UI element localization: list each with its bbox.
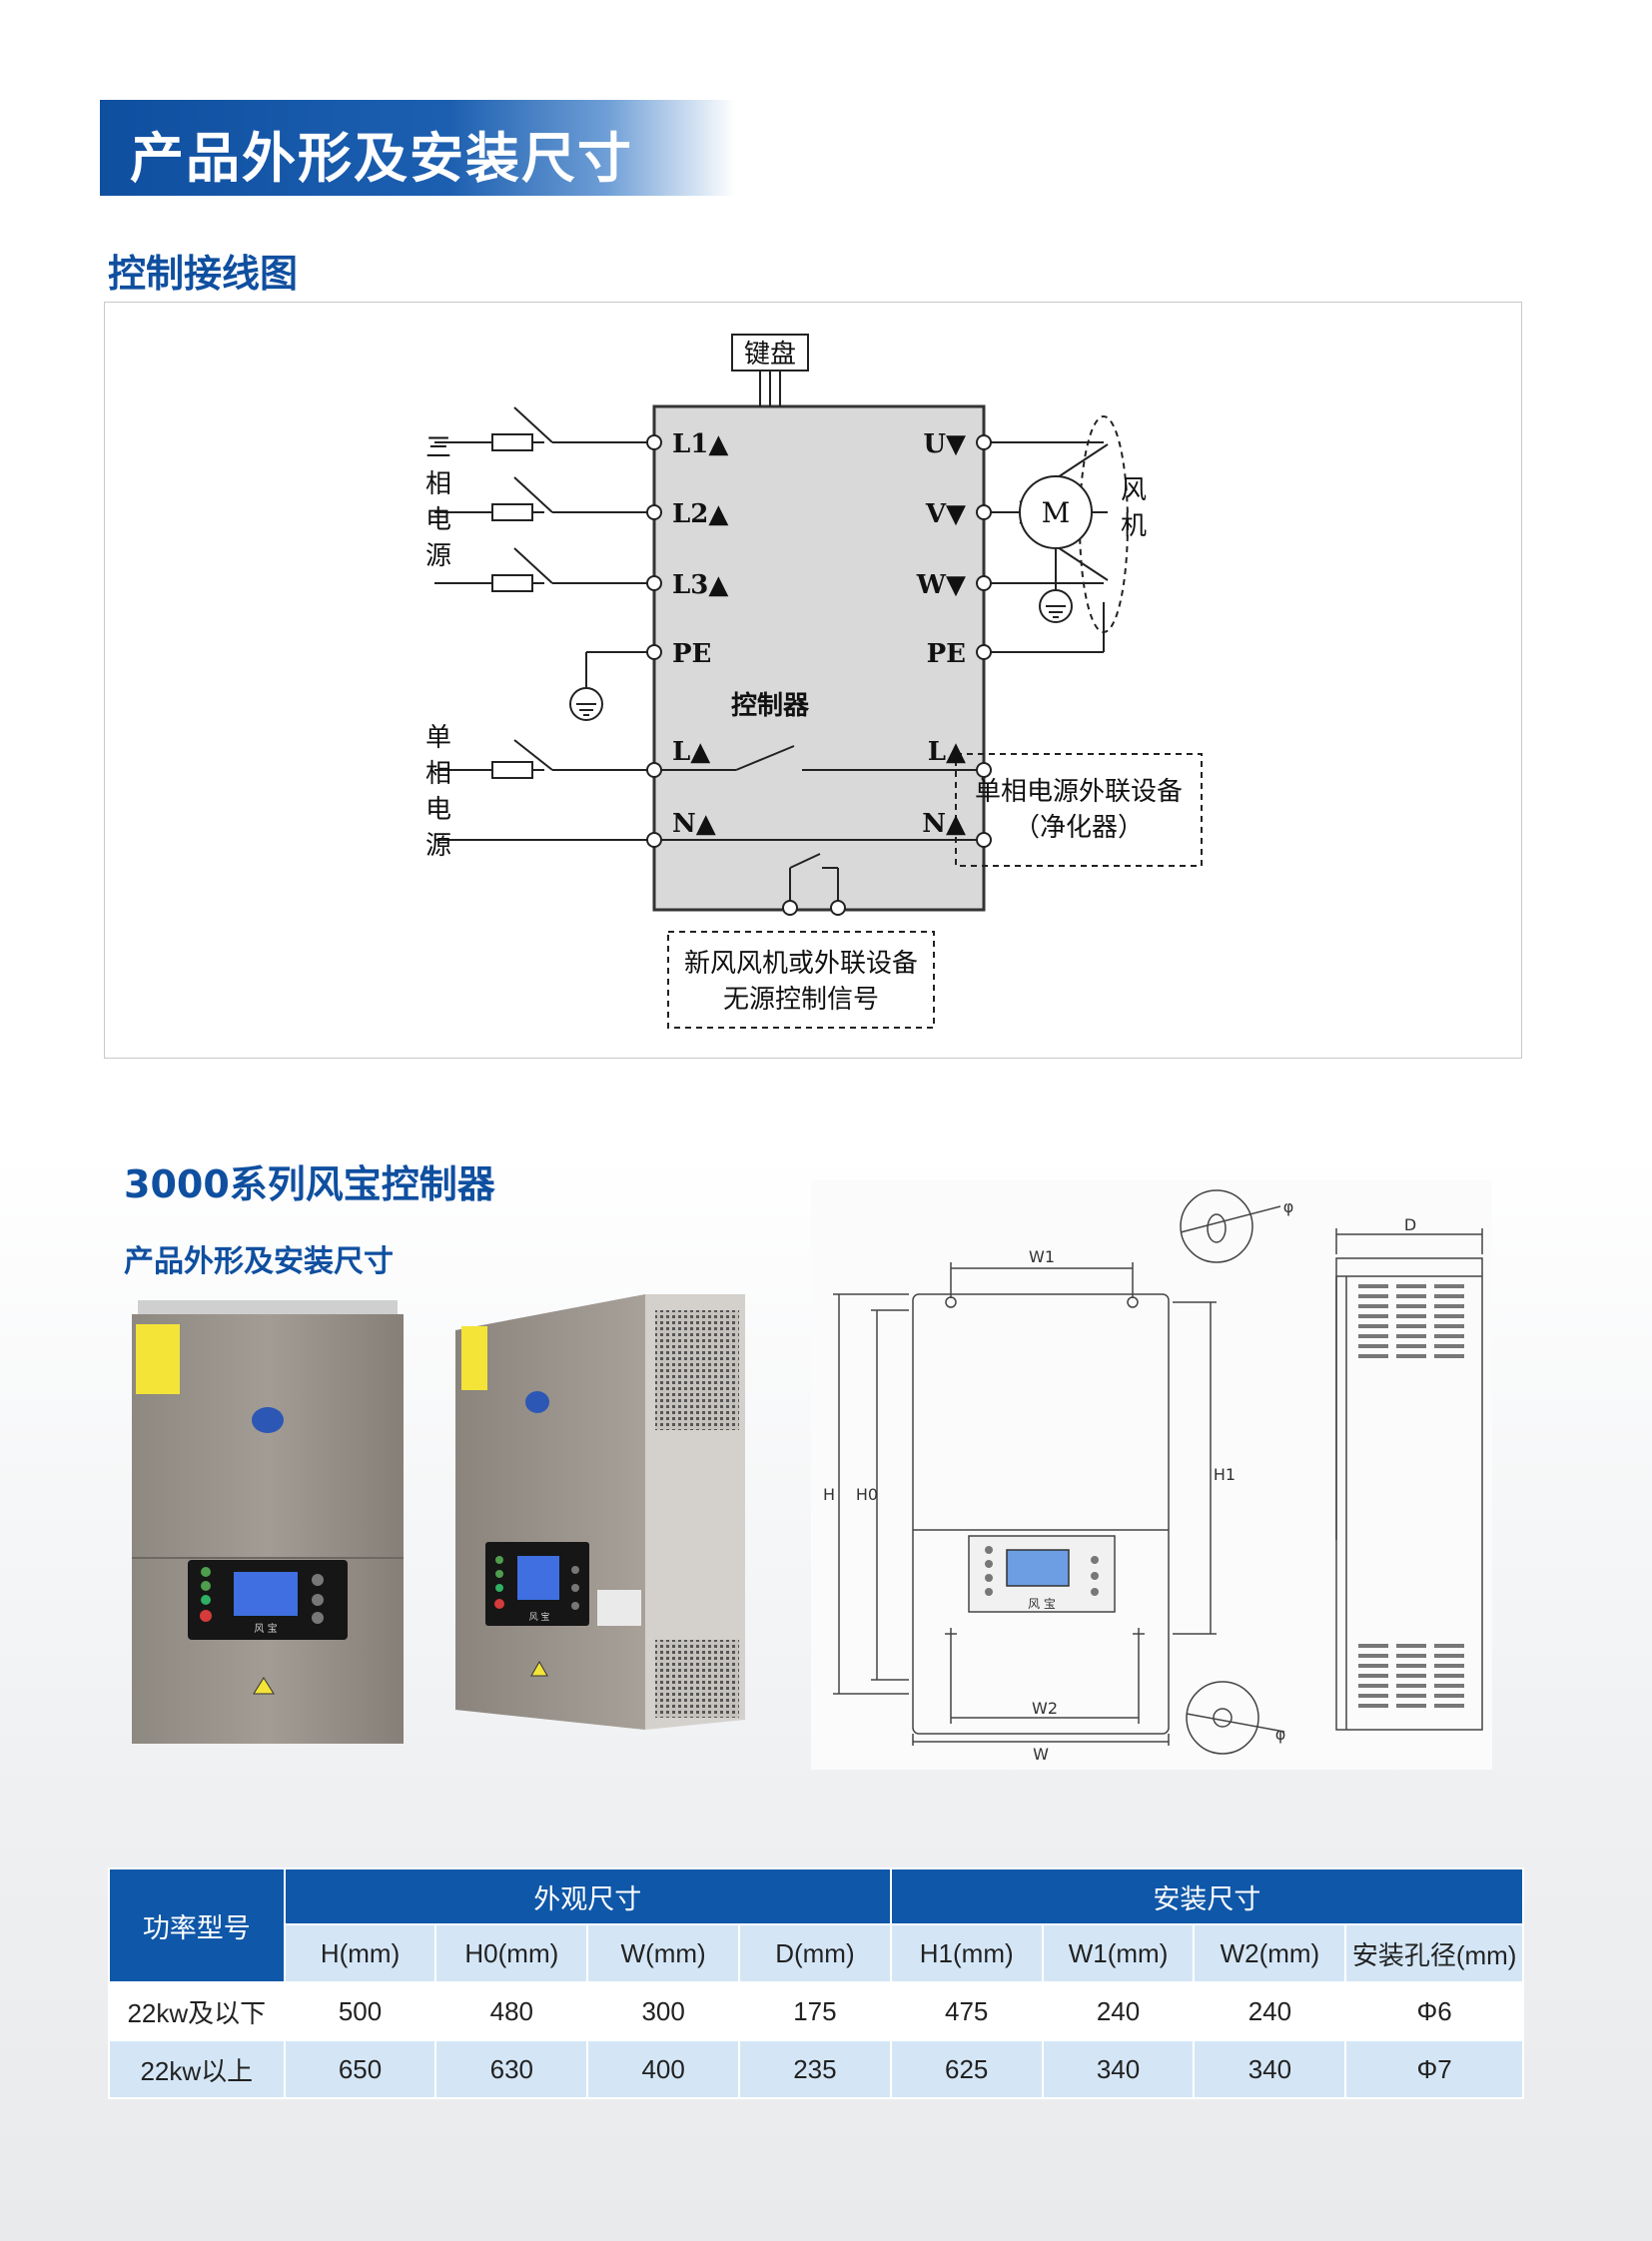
terminal-v: V▼ <box>925 499 966 529</box>
fan-label-2: 机 <box>1121 511 1147 541</box>
drawing-panel-text: 风 宝 <box>1028 1597 1056 1611</box>
three-phase-2: 相 <box>425 469 451 499</box>
row-cell: 475 <box>889 1981 1044 2041</box>
terminal-l2: L2▲ <box>672 499 728 529</box>
row-cell: Φ7 <box>1344 2039 1524 2099</box>
wiring-diagram-svg: 键盘 控制器 L1▲ L2▲ L3▲ PE L▲ N▲ U▼ V▼ W▼ PE … <box>425 334 1203 1029</box>
subheader: H1(mm) <box>889 1923 1044 1983</box>
dim-phi-bottom: φ <box>1275 1725 1286 1744</box>
terminal-pe-left: PE <box>672 639 711 669</box>
product-photo-front: 风 宝 <box>132 1300 404 1744</box>
row-cell: 300 <box>586 1981 741 2041</box>
single-phase-4: 源 <box>425 831 451 861</box>
header-power: 功率型号 <box>108 1868 286 1983</box>
row-cell: 480 <box>434 1981 589 2041</box>
dim-h1: H1 <box>1214 1465 1236 1484</box>
spec-table: 功率型号 外观尺寸 安装尺寸 H(mm) H0(mm) W(mm) D(mm) … <box>108 1868 1525 2099</box>
single-phase-3: 电 <box>425 795 451 825</box>
subheader: W(mm) <box>586 1923 741 1983</box>
subheader: H0(mm) <box>434 1923 589 1983</box>
row-cell: 400 <box>586 2039 741 2099</box>
terminal-w: W▼ <box>916 570 966 600</box>
controller-body <box>652 404 986 912</box>
subheader: W1(mm) <box>1041 1923 1196 1983</box>
ext-device-line2: （净化器） <box>1014 813 1144 843</box>
header-install: 安装尺寸 <box>889 1868 1525 1925</box>
terminal-l-left: L▲ <box>672 737 710 767</box>
section-title-series: 3000系列风宝控制器 <box>124 1162 495 1206</box>
terminal-l1: L1▲ <box>672 429 728 459</box>
row-cell: 235 <box>738 2039 892 2099</box>
product-photo-angled: 风 宝 <box>455 1294 745 1730</box>
dimension-drawing: W1 W2 W H H0 H1 D φ φ 风 宝 <box>811 1180 1492 1770</box>
row-cell: 340 <box>1193 2039 1347 2099</box>
single-phase-2: 相 <box>425 759 451 789</box>
ext-device-box <box>955 753 1203 867</box>
three-phase-3: 电 <box>425 505 451 535</box>
controller-label: 控制器 <box>731 691 810 721</box>
dim-w1: W1 <box>1029 1247 1055 1266</box>
terminal-n-left: N▲ <box>672 809 716 839</box>
subheader: D(mm) <box>738 1923 892 1983</box>
row-cell: 240 <box>1041 1981 1196 2041</box>
dim-h0: H0 <box>856 1485 878 1504</box>
motor-label: M <box>1042 496 1071 529</box>
terminal-u: U▼ <box>923 429 966 459</box>
signal-line2: 无源控制信号 <box>723 985 879 1015</box>
dim-phi-top: φ <box>1283 1197 1294 1216</box>
terminal-pe-right: PE <box>927 639 966 669</box>
terminal-l-right: L▲ <box>928 737 966 767</box>
dim-w: W <box>1033 1745 1049 1764</box>
subheader: 安装孔径(mm) <box>1344 1923 1524 1983</box>
table-row: 22kw及以下 500 480 300 175 475 240 240 Φ6 <box>108 1981 1524 2041</box>
three-phase-4: 源 <box>425 541 451 571</box>
wiring-diagram: 键盘 控制器 L1▲ L2▲ L3▲ PE L▲ N▲ U▼ V▼ W▼ PE … <box>104 302 1522 1059</box>
subheader: H(mm) <box>283 1923 437 1983</box>
row-cell: 630 <box>434 2039 589 2099</box>
banner-title: 产品外形及安装尺寸 <box>130 127 633 190</box>
signal-line1: 新风风机或外联设备 <box>684 949 918 979</box>
dim-w2: W2 <box>1032 1699 1058 1718</box>
row-cell: 650 <box>283 2039 437 2099</box>
row-model: 22kw及以下 <box>108 1981 286 2041</box>
dim-h: H <box>823 1485 835 1504</box>
row-cell: 240 <box>1193 1981 1347 2041</box>
row-cell: 625 <box>889 2039 1044 2099</box>
photo-front-brand: 风 宝 <box>254 1622 277 1635</box>
section-title-wiring: 控制接线图 <box>108 252 299 296</box>
dimension-drawing-svg: W1 W2 W H H0 H1 D φ φ 风 宝 <box>823 1189 1483 1764</box>
single-phase-1: 单 <box>425 723 451 753</box>
photo-angled-brand: 风 宝 <box>529 1611 550 1623</box>
title-banner: 产品外形及安装尺寸 <box>100 100 735 196</box>
row-cell: 175 <box>738 1981 892 2041</box>
row-cell: Φ6 <box>1344 1981 1524 2041</box>
fan-label-1: 风 <box>1121 475 1147 505</box>
three-phase-1: 三 <box>425 433 451 463</box>
subheader: W2(mm) <box>1193 1923 1347 1983</box>
keyboard-label: 键盘 <box>744 340 796 370</box>
terminal-n-right: N▲ <box>922 809 966 839</box>
signal-box <box>667 931 935 1029</box>
ext-device-line1: 单相电源外联设备 <box>975 777 1183 807</box>
row-cell: 500 <box>283 1981 437 2041</box>
header-appearance: 外观尺寸 <box>283 1868 892 1925</box>
table-row: 22kw以上 650 630 400 235 625 340 340 Φ7 <box>108 2039 1524 2099</box>
dim-d: D <box>1404 1215 1416 1234</box>
section-subtitle-dimensions: 产品外形及安装尺寸 <box>124 1244 394 1279</box>
row-cell: 340 <box>1041 2039 1196 2099</box>
row-model: 22kw以上 <box>108 2039 286 2099</box>
terminal-l3: L3▲ <box>672 570 728 600</box>
